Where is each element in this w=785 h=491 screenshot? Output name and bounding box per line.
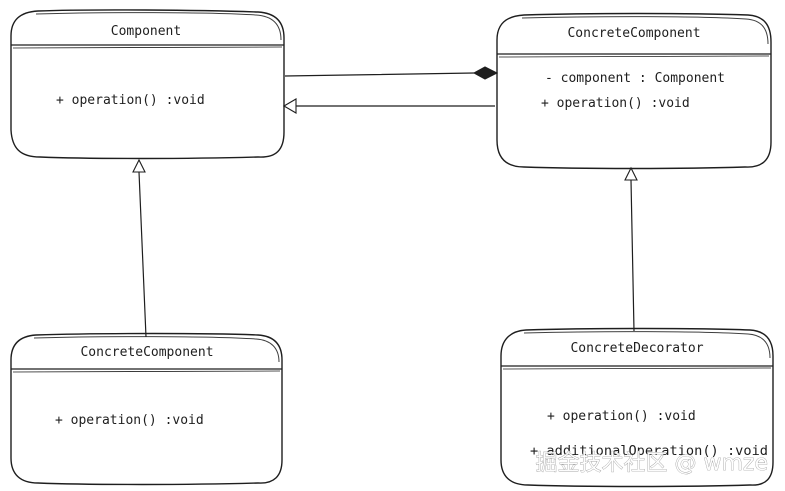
inheritance-right-arrowhead-icon [624,166,638,181]
relationship-inheritance-right [624,166,638,332]
realization-arrowhead-icon [282,98,297,114]
inheritance-left-arrowhead-icon [132,158,146,173]
class-component-title: Component [111,24,181,39]
class-component-member: + operation() :void [56,93,205,108]
class-concrete-component-bottom[interactable]: ConcreteComponent + operation() :void [10,332,283,486]
class-concrete-component-bottom-title: ConcreteComponent [80,345,213,360]
class-concrete-decorator-member-operation: + operation() :void [547,409,696,424]
class-concrete-component-top-member-operation: + operation() :void [541,96,690,111]
class-concrete-component-bottom-member: + operation() :void [55,413,204,428]
class-concrete-component-top-member-component: - component : Component [545,71,725,86]
relationship-composition [284,66,499,80]
composition-diamond-icon [472,66,499,80]
class-concrete-decorator-title: ConcreteDecorator [570,341,703,356]
class-concrete-component-top[interactable]: ConcreteComponent - component : Componen… [496,12,772,170]
class-concrete-decorator[interactable]: ConcreteDecorator + operation() :void + … [500,327,774,488]
class-concrete-decorator-member-additional: + additionalOperation() :void [530,444,768,459]
relationship-realization [282,98,495,114]
class-concrete-component-top-title: ConcreteComponent [567,26,700,41]
relationship-inheritance-left [132,158,147,338]
class-concrete-component-top-box [496,12,772,170]
watermark: 掘金技术社区 @ wmze [536,451,769,476]
class-component[interactable]: Component + operation() :void [10,9,285,160]
